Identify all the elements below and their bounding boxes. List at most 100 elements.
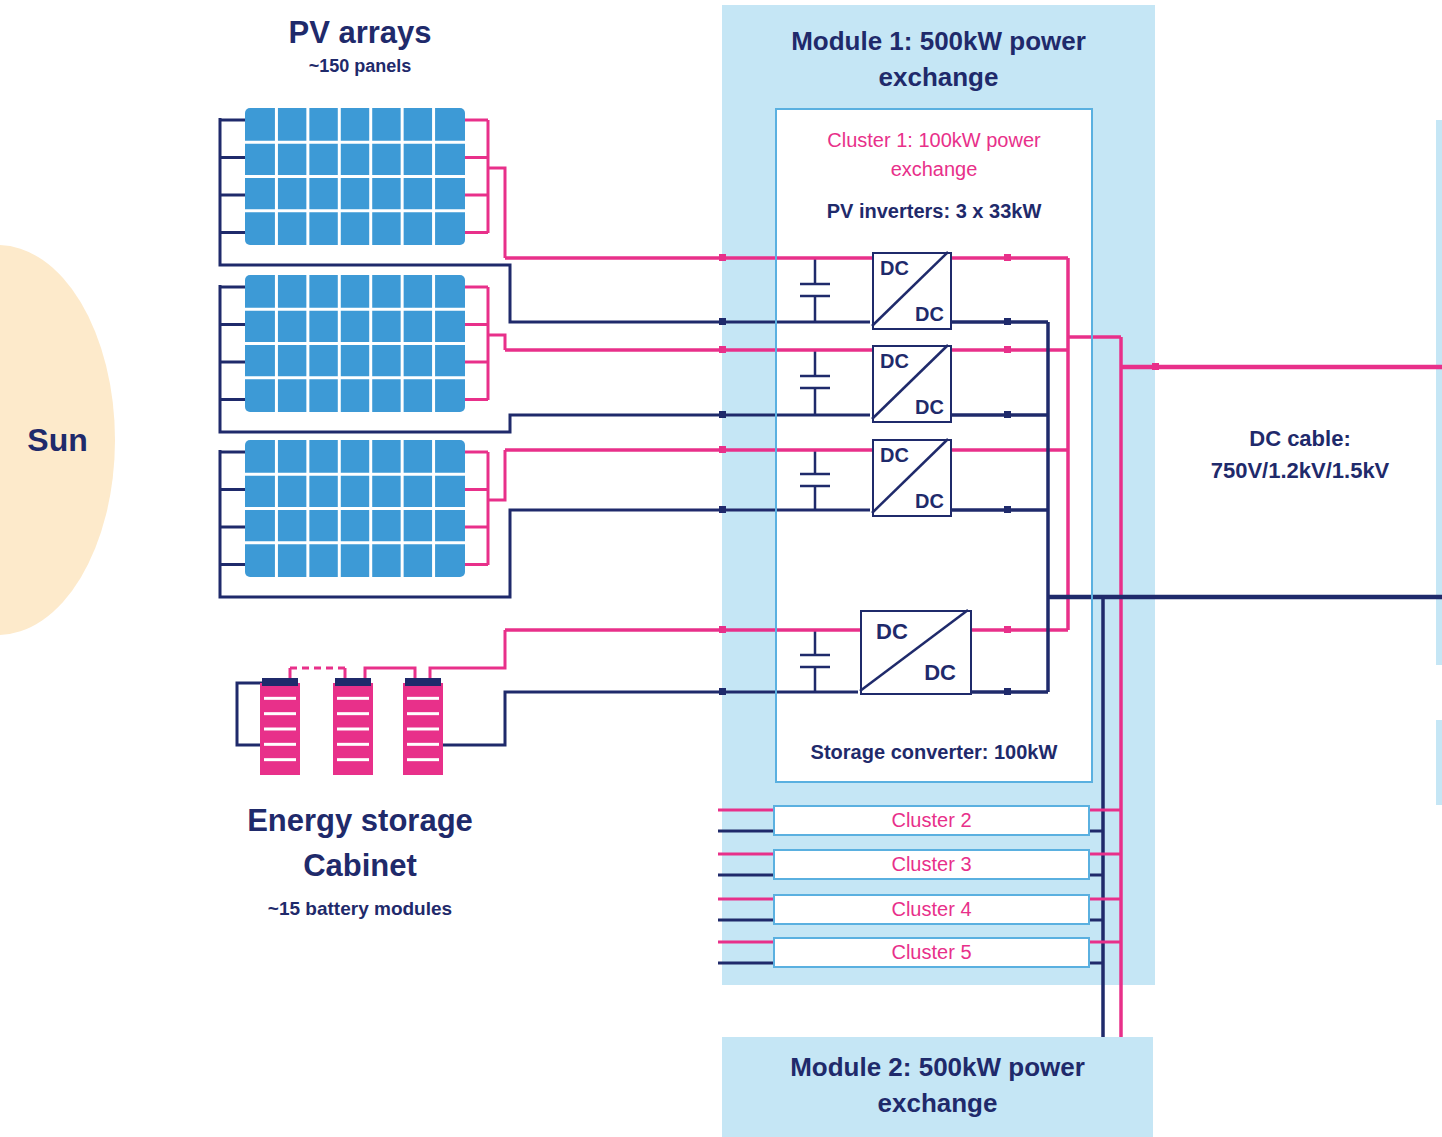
node-title: Cluster 3 [775, 851, 1088, 878]
stroke [1090, 874, 1103, 877]
stroke [264, 712, 296, 715]
cluster-box: Cluster 5 [773, 937, 1090, 968]
node-title: Cluster 1: 100kW power exchange [814, 126, 1054, 184]
stroke [1090, 830, 1103, 833]
node-title: Cluster 2 [775, 807, 1088, 834]
node-title: Cluster 5 [775, 939, 1088, 966]
junction-dot [719, 318, 1011, 695]
node-text: DC [924, 661, 956, 685]
stroke [264, 758, 296, 761]
stroke [465, 563, 488, 566]
stroke [407, 712, 439, 715]
node-text: DC [915, 490, 944, 512]
node-text: Storage converter: 100kW [777, 739, 1091, 765]
panel-grid [245, 108, 465, 577]
stroke [245, 342, 465, 345]
stroke [407, 697, 439, 700]
stroke [220, 119, 245, 122]
right-band [1436, 720, 1442, 805]
stroke [465, 194, 488, 197]
stroke [1090, 919, 1103, 922]
stroke [407, 728, 439, 731]
cluster-box: Cluster 1: 100kW power exchangePV invert… [775, 108, 1093, 783]
stroke [264, 728, 296, 731]
stroke [220, 231, 245, 234]
stroke [465, 398, 488, 401]
sun-circle: Sun [0, 245, 115, 635]
stroke [220, 451, 245, 454]
pv-wire-navy [220, 118, 870, 597]
cluster-box: Cluster 2 [773, 805, 1090, 836]
stroke [465, 451, 488, 454]
stroke [465, 119, 488, 122]
stroke [407, 743, 439, 746]
node-title: DC [880, 257, 909, 279]
power-connector [505, 348, 872, 352]
power-connector [505, 256, 872, 260]
node-text: DC [915, 396, 944, 418]
stroke [465, 488, 488, 491]
capacitor-symbol [800, 258, 830, 692]
node-text: ~150 panels [215, 54, 505, 78]
stroke [245, 507, 465, 510]
stroke [337, 712, 369, 715]
node-title: Module 1: 500kW power exchange [762, 23, 1115, 95]
battery-module [260, 678, 443, 775]
battery-wire [237, 630, 858, 745]
stroke [337, 743, 369, 746]
stroke [465, 231, 488, 234]
node-title: Sun [27, 422, 87, 459]
stroke [465, 361, 488, 364]
stroke [245, 308, 465, 311]
bus-navy [950, 322, 1442, 1037]
cluster-box: Cluster 4 [773, 894, 1090, 925]
pv-wire-pink [488, 120, 505, 565]
power-connector [1119, 985, 1123, 1037]
stroke [1090, 809, 1121, 812]
stroke [245, 541, 465, 544]
stroke [220, 361, 245, 364]
converter-box: DCDC [872, 439, 952, 517]
power-connector [505, 448, 872, 452]
converter-box: DCDC [872, 252, 952, 330]
module-band [722, 5, 1155, 985]
stroke [220, 563, 245, 566]
stroke [245, 376, 465, 379]
stroke [245, 209, 465, 212]
stroke [245, 175, 465, 178]
stroke [220, 488, 245, 491]
stroke [220, 286, 245, 289]
module-band: Module 1: 500kW power exchangeCluster 1:… [722, 5, 1155, 985]
stroke [1090, 941, 1121, 944]
stroke [245, 141, 465, 144]
storage-cabinet: Energy storage Cabinet~15 battery module… [215, 620, 505, 940]
stroke [1090, 962, 1103, 965]
pv-panels [245, 108, 465, 577]
stroke [465, 526, 488, 529]
cluster-box: Cluster 3 [773, 849, 1090, 880]
stroke [718, 830, 773, 833]
stroke [465, 156, 488, 159]
stroke [465, 323, 488, 326]
stroke [220, 526, 245, 529]
cable-label: DC cable: 750V/1.2kV/1.5kV [1180, 423, 1420, 487]
battery-stripes [264, 698, 439, 759]
node-title: Cluster 4 [775, 896, 1088, 923]
node-title: DC [876, 620, 908, 644]
stroke [1090, 898, 1121, 901]
power-connector [505, 628, 860, 632]
converter-box: DCDC [872, 345, 952, 423]
cluster-ground [775, 108, 1093, 783]
stroke [220, 194, 245, 197]
stroke [718, 853, 773, 856]
node-title: PV arrays [215, 14, 505, 52]
stroke [337, 728, 369, 731]
stroke [718, 809, 773, 812]
stroke [220, 323, 245, 326]
module-band: Module 2: 500kW power exchange [722, 1037, 1153, 1137]
panel-wiring [220, 120, 488, 565]
stroke [337, 758, 369, 761]
node-text: ~15 battery modules [215, 896, 505, 922]
